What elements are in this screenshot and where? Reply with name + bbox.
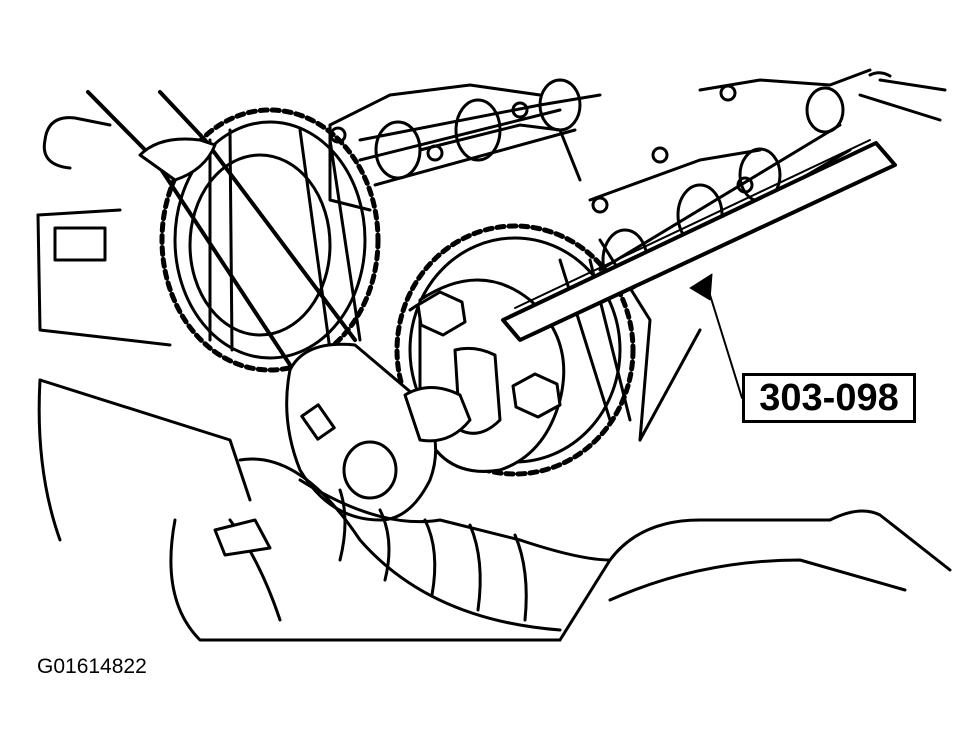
special-tool-bar	[501, 139, 897, 342]
figure-identifier: G01614822	[37, 655, 147, 678]
rear-camshaft-sprocket	[159, 107, 381, 373]
camshaft-lobes	[329, 78, 852, 292]
callout-leader	[689, 273, 743, 399]
hoses	[213, 457, 612, 632]
tool-number-callout: 303-098	[742, 373, 916, 423]
ratchet-handle	[86, 90, 472, 522]
